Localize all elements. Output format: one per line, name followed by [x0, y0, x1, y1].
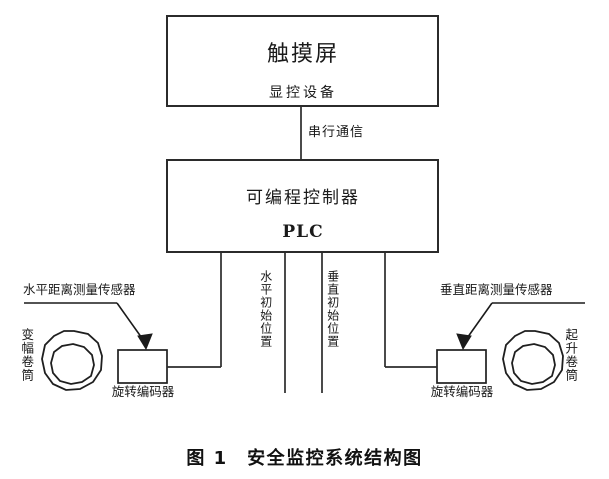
- encoder-left-label: 旋转编码器: [111, 384, 175, 399]
- sensor-right-arrowhead: [456, 333, 472, 351]
- plc-subtitle: PLC: [282, 222, 324, 242]
- sensor-right-label: 垂直距离测量传感器: [440, 282, 553, 297]
- drum-right-label: 起升卷筒: [563, 328, 579, 382]
- drum-left-label: 变幅卷筒: [19, 328, 35, 382]
- trunk-label-vertical-origin: 垂直初始位置: [325, 270, 340, 348]
- encoder-left-box: [117, 349, 168, 384]
- encoder-right-box: [436, 349, 487, 384]
- sensor-left-arrowhead: [137, 333, 153, 351]
- drum-left-inner-ring: [50, 343, 95, 385]
- touchscreen-box: [166, 15, 439, 107]
- trunk-label-horizontal-origin: 水平初始位置: [258, 270, 273, 348]
- sensor-left-leader-line: [116, 302, 145, 342]
- sensor-left-label: 水平距离测量传感器: [23, 282, 136, 297]
- touchscreen-subtitle: 显控设备: [269, 85, 337, 101]
- figure-caption: 图 1 安全监控系统结构图: [186, 448, 423, 469]
- touchscreen-title: 触摸屏: [266, 42, 340, 67]
- serial-communication-label: 串行通信: [308, 125, 365, 140]
- drum-right-inner-ring: [511, 343, 556, 385]
- sensor-right-leader-line: [464, 302, 493, 342]
- plc-title: 可编程控制器: [246, 188, 360, 208]
- encoder-right-label: 旋转编码器: [430, 384, 494, 399]
- plc-box: [166, 159, 439, 253]
